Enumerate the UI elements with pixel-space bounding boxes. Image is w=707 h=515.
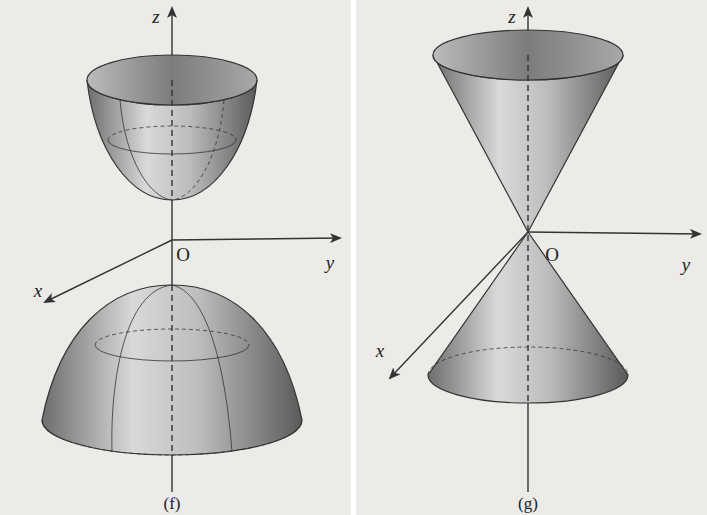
axis-label: x <box>34 281 42 300</box>
double-cone <box>428 30 628 403</box>
hyperboloid-two-sheets <box>42 55 302 455</box>
panel-gap <box>351 0 356 515</box>
axis-label: z <box>152 7 159 26</box>
axis-label: y <box>682 255 690 274</box>
axes-f <box>45 8 340 492</box>
axis-label: x <box>376 341 384 360</box>
axes-g <box>390 8 700 492</box>
origin-label: O <box>545 245 559 264</box>
origin-label: O <box>176 245 190 264</box>
axis-label: y <box>326 253 334 272</box>
figure-label: (g) <box>518 495 538 512</box>
figure-label: (f) <box>164 495 181 512</box>
axis-label: z <box>508 7 515 26</box>
